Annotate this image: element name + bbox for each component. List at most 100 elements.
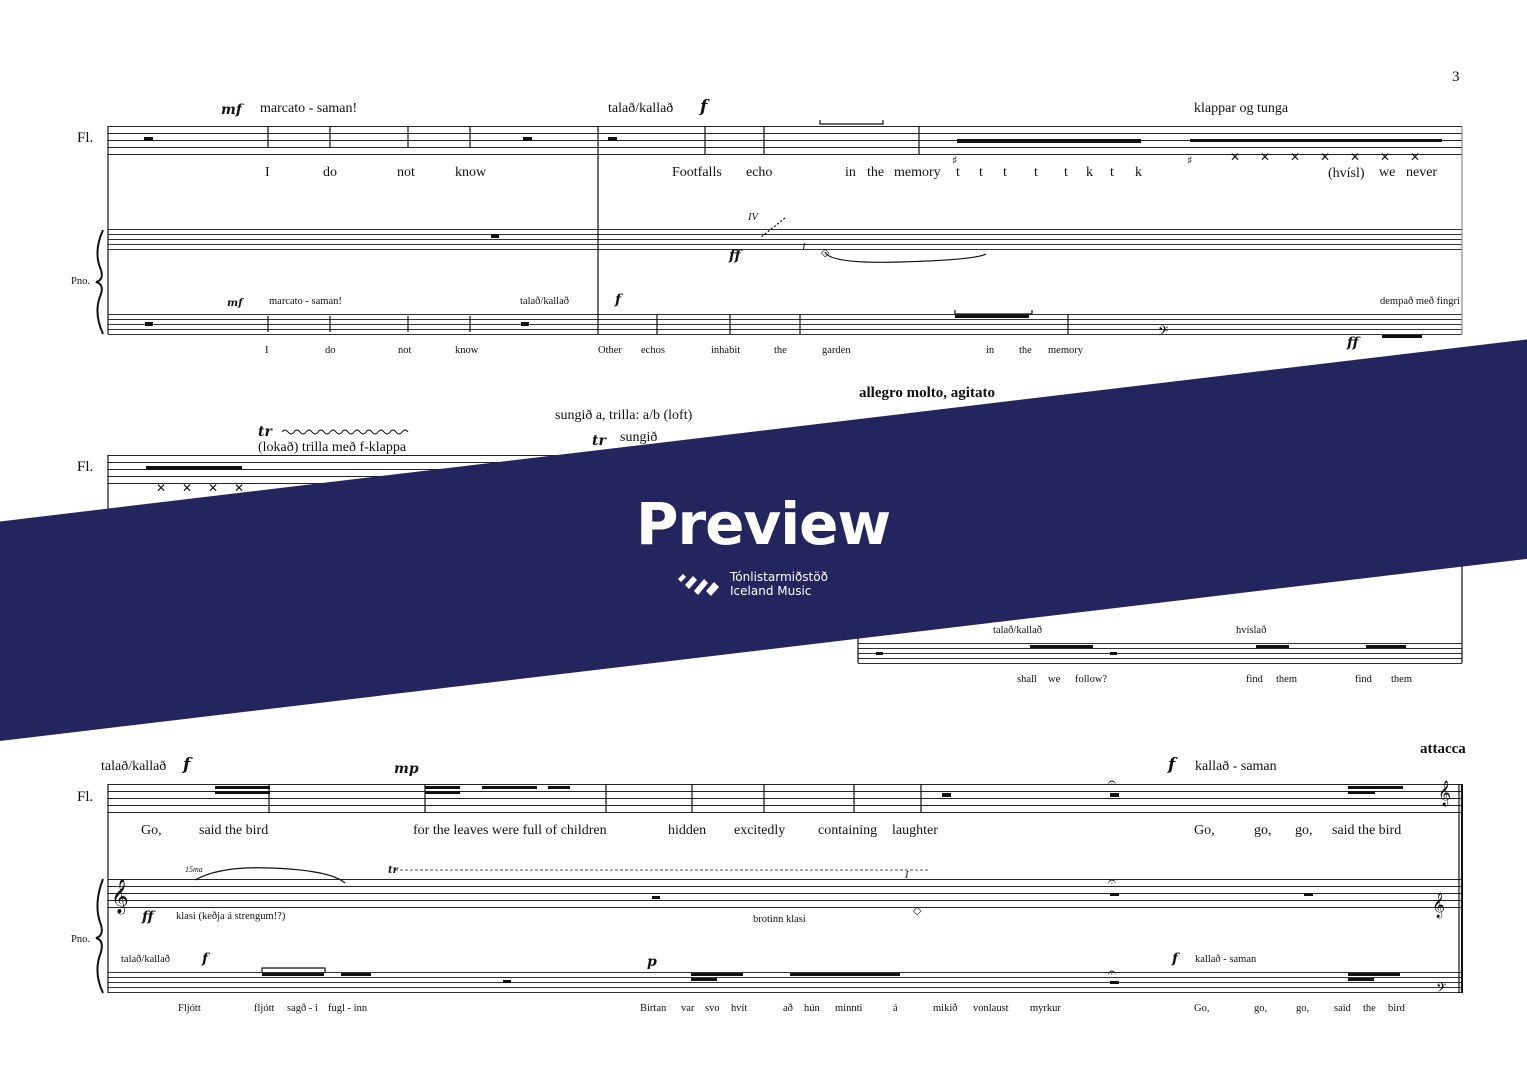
lyric: t bbox=[1064, 165, 1068, 180]
piano-lower-staff-system-3 bbox=[108, 972, 1462, 993]
dynamic-ff: ff bbox=[142, 909, 154, 925]
lyric: hidden bbox=[668, 823, 707, 838]
trill-mark: tr bbox=[388, 865, 398, 876]
lyric: excitedly bbox=[734, 823, 786, 838]
svg-text:✕: ✕ bbox=[1350, 150, 1360, 164]
lyric: hvít bbox=[731, 1003, 748, 1014]
string-number-i: I bbox=[905, 870, 909, 881]
lyric: (hvísl) bbox=[1328, 166, 1365, 181]
svg-text:♯: ♯ bbox=[952, 154, 957, 167]
direction-marcato: marcato - saman! bbox=[260, 101, 358, 116]
lyric: t bbox=[956, 165, 960, 180]
direction-dempad: dempað með fingri bbox=[1380, 296, 1460, 307]
lyric: follow? bbox=[1075, 674, 1108, 685]
lyric: inhabit bbox=[711, 345, 741, 356]
lyric: var bbox=[681, 1003, 695, 1014]
lyric: the bbox=[867, 165, 885, 180]
lyric: vonlaust bbox=[973, 1003, 1009, 1014]
svg-text:𝄐: 𝄐 bbox=[1108, 775, 1116, 791]
lyric: in bbox=[845, 165, 856, 180]
logo-line-1: Tónlistarmiðstöð bbox=[730, 570, 828, 584]
lyric: shall bbox=[1017, 674, 1037, 685]
lyric: we bbox=[1379, 165, 1396, 180]
flute-label: Fl. bbox=[77, 130, 94, 146]
piano-lower-staff-system-1 bbox=[108, 314, 1462, 335]
lyric: containing bbox=[818, 823, 878, 838]
svg-text:𝄢: 𝄢 bbox=[1436, 980, 1446, 999]
direction-lokad: (lokað) trilla með f-klappa bbox=[258, 440, 407, 455]
direction-kallad: kallað - saman bbox=[1195, 954, 1257, 965]
trill-mark: tr bbox=[592, 433, 606, 449]
lyric: we bbox=[1048, 674, 1061, 685]
direction-hvislad: hvíslað bbox=[1236, 625, 1267, 636]
ottava-15ma: 15ma bbox=[185, 865, 203, 874]
dynamic-p: p bbox=[647, 954, 657, 970]
lyric: know bbox=[455, 165, 487, 180]
lyric: á bbox=[893, 1003, 898, 1014]
svg-text:✕: ✕ bbox=[208, 481, 218, 495]
lyric: svo bbox=[705, 1003, 720, 1014]
lyric: t bbox=[1110, 165, 1114, 180]
lyric: t bbox=[1003, 165, 1007, 180]
lyric: myrkur bbox=[1030, 1003, 1061, 1014]
direction-talad: talað/kallað bbox=[520, 296, 569, 307]
lyric: said the bird bbox=[1332, 823, 1402, 838]
svg-text:✕: ✕ bbox=[1410, 150, 1420, 164]
iceland-music-logo: Tónlistarmiðstöð Iceland Music bbox=[676, 570, 828, 598]
direction-brotinn-klasi: brotinn klasi bbox=[753, 914, 806, 925]
flute-label: Fl. bbox=[77, 459, 94, 475]
lyric: said bbox=[1334, 1003, 1351, 1014]
svg-text:✕: ✕ bbox=[1290, 150, 1300, 164]
lyric: memory bbox=[894, 165, 941, 180]
direction-klappar: klappar og tunga bbox=[1194, 101, 1289, 116]
lyric: for the leaves were full of children bbox=[413, 823, 607, 838]
lyric: know bbox=[455, 345, 479, 356]
lyric: in bbox=[986, 345, 995, 356]
direction-talad: talað/kallað bbox=[608, 101, 674, 116]
direction-sungid: sungið bbox=[620, 430, 658, 445]
lyric: echo bbox=[746, 165, 773, 180]
lyric: Go, bbox=[1194, 1003, 1210, 1014]
trill-mark: tr bbox=[258, 424, 272, 440]
lyric: do bbox=[325, 345, 336, 356]
lyric: not bbox=[397, 165, 415, 180]
attacca-marking: attacca bbox=[1420, 741, 1466, 757]
svg-text:✕: ✕ bbox=[182, 481, 192, 495]
flute-label: Fl. bbox=[77, 789, 94, 805]
svg-text:✕: ✕ bbox=[1380, 150, 1390, 164]
svg-text:𝄐: 𝄐 bbox=[1108, 965, 1116, 981]
lyric: garden bbox=[822, 345, 851, 356]
piano-upper-staff-system-3 bbox=[108, 879, 1462, 908]
svg-text:𝄐: 𝄐 bbox=[1108, 874, 1116, 890]
lyric: I bbox=[265, 165, 270, 180]
lyric: them bbox=[1276, 674, 1297, 685]
svg-text:𝄞: 𝄞 bbox=[1438, 780, 1451, 806]
tempo-marking: allegro molto, agitato bbox=[859, 385, 995, 401]
lyric: Go, bbox=[1194, 823, 1215, 838]
lyric: fljótt bbox=[254, 1003, 275, 1014]
lyric: go, bbox=[1295, 823, 1313, 838]
lyric: Go, bbox=[141, 823, 162, 838]
dynamic-mp: mp bbox=[394, 761, 419, 777]
lyric: the bbox=[1019, 345, 1032, 356]
lyric: t bbox=[979, 165, 983, 180]
lyric: memory bbox=[1048, 345, 1083, 356]
lyric: Fljótt bbox=[178, 1003, 201, 1014]
string-number-iv: IV bbox=[748, 212, 758, 223]
lyric: að bbox=[783, 1003, 793, 1014]
lyric: not bbox=[398, 345, 412, 356]
lyric: go, bbox=[1254, 823, 1272, 838]
lyric: Other bbox=[598, 345, 622, 356]
svg-text:✕: ✕ bbox=[1320, 150, 1330, 164]
svg-text:✕: ✕ bbox=[156, 481, 166, 495]
piano-upper-staff-system-1 bbox=[108, 229, 1462, 250]
svg-text:✕: ✕ bbox=[1230, 150, 1240, 164]
lyric: minnti bbox=[835, 1003, 863, 1014]
dynamic-f: f bbox=[1172, 951, 1179, 967]
svg-text:◇: ◇ bbox=[821, 246, 830, 259]
trill-wavy-line bbox=[281, 429, 409, 435]
lyric: echos bbox=[641, 345, 665, 356]
direction-marcato: marcato - saman! bbox=[269, 296, 342, 307]
lyric: hún bbox=[804, 1003, 820, 1014]
lyric: never bbox=[1406, 165, 1438, 180]
